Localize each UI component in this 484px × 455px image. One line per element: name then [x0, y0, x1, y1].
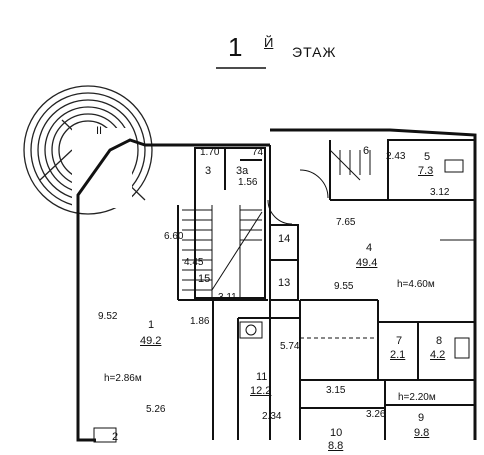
label-d243: 2.43 [386, 151, 406, 162]
label-d326: 3.26 [366, 409, 386, 420]
room-1-number: 1 [148, 319, 155, 331]
wall-north-east [270, 128, 477, 440]
room-11-area: 12.2 [250, 385, 272, 397]
label-d156: 1.56 [238, 177, 258, 188]
label-d765: 7.65 [336, 217, 356, 228]
label-d952: 9.52 [98, 311, 118, 322]
label-d955: 9.55 [334, 281, 354, 292]
fixture-5-icon [444, 159, 464, 173]
stair-radial [39, 149, 73, 181]
room-4-area: 49.4 [356, 257, 378, 269]
label-d445: 4.45 [184, 257, 204, 268]
label-d186: 1.86 [190, 316, 210, 327]
label-d312: 3.12 [430, 187, 450, 198]
sink-icon [239, 321, 263, 339]
door-swing [267, 199, 293, 225]
room-10-area: 8.8 [328, 440, 344, 452]
fixtures [93, 159, 475, 443]
radiator-icon [454, 337, 470, 359]
room-15-outline [194, 147, 266, 299]
room-13-number: 13 [278, 277, 291, 289]
room-14-number: 14 [278, 233, 291, 245]
label-d170: 1.70 [200, 147, 220, 158]
room-9-area: 9.8 [414, 427, 430, 439]
stair-mark: II [96, 125, 103, 137]
floor-word: ЭТАЖ [292, 44, 337, 60]
label-h460: h=4.60м [397, 279, 435, 290]
inner-walls [177, 139, 476, 440]
label-h286: h=2.86м [104, 373, 142, 384]
stair-treads [182, 149, 371, 300]
room-9-number: 9 [418, 412, 425, 424]
label-d311: 3.11 [218, 292, 237, 303]
outer-walls [76, 128, 477, 442]
floor-number: 1 [228, 32, 243, 62]
room-3a-number: 3а [236, 165, 249, 177]
room-10-number: 10 [330, 427, 343, 439]
room-8-area: 4.2 [430, 349, 446, 361]
stair-arc [23, 85, 153, 215]
room-5-number: 5 [424, 151, 431, 163]
door-swing [299, 169, 329, 199]
stair-6-diagonal [329, 149, 361, 181]
room-4-number: 4 [366, 242, 373, 254]
wall-west [76, 138, 190, 442]
label-d660: 6.60 [164, 231, 184, 242]
label-h220: h=2.20м [398, 392, 436, 403]
label-d74: 74 [252, 147, 264, 158]
sink-basin-icon [245, 324, 257, 336]
room-7-number: 7 [396, 335, 403, 347]
room-2-number: 2 [112, 431, 119, 443]
room-15-number: 15 [198, 273, 211, 285]
room-6-number: 6 [363, 145, 370, 157]
room-1-area: 49.2 [140, 335, 162, 347]
room-3-number: 3 [205, 165, 212, 177]
fixture-2-icon [93, 427, 117, 443]
room-5-outline [387, 139, 476, 201]
label-d315: 3.15 [326, 385, 346, 396]
room-8-number: 8 [436, 335, 443, 347]
room-11-number: 11 [256, 371, 268, 383]
room-5-area: 7.3 [418, 165, 434, 177]
floor-suffix: Й [264, 35, 274, 50]
room-14-13-outline [269, 224, 299, 301]
room-7-area: 2.1 [390, 349, 406, 361]
label-d234: 2.34 [262, 411, 282, 422]
label-d526: 5.26 [146, 404, 166, 415]
label-d574: 5.74 [280, 341, 300, 352]
